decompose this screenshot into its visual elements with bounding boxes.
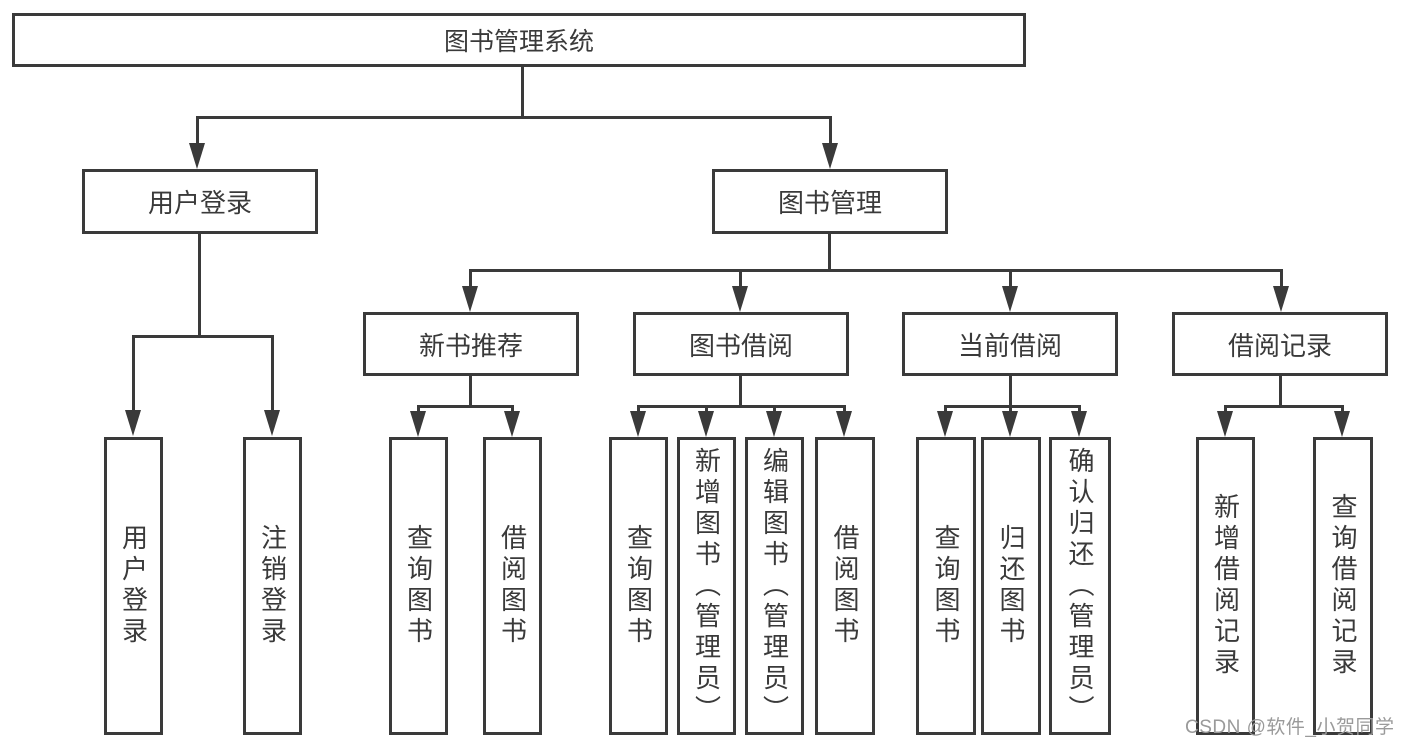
leaf-return-books: 归还图书 [981,437,1041,735]
node-library-management-system: 图书管理系统 [12,13,1026,67]
arrowhead-down [630,411,646,437]
connector-root-trunk [521,66,524,118]
connector-bookmgmt-branch [469,269,1282,272]
connector-newbook-trunk [469,375,472,408]
leaf-add-borrow-record: 新增借阅记录 [1196,437,1255,735]
connector-stem [1009,405,1012,415]
connector-newbook-branch [417,405,514,408]
connector-stem [637,405,640,415]
leaf-query-borrow-record: 查询借阅记录 [1313,437,1373,735]
arrowhead-down [462,286,478,312]
node-book-borrow: 图书借阅 [633,312,849,376]
leaf-logout: 注销登录 [243,437,302,735]
leaf-confirm-return-admin: 确认归还（管理员） [1049,437,1111,735]
connector-borrowrecords-trunk [1279,375,1282,408]
node-borrow-records: 借阅记录 [1172,312,1388,376]
connector-stem [739,269,742,289]
node-current-borrow: 当前借阅 [902,312,1118,376]
connector-stem [1009,269,1012,289]
arrowhead-down [698,411,714,437]
connector-bookborrow-branch [637,405,846,408]
arrowhead-down [732,286,748,312]
arrowhead-down [504,411,520,437]
node-new-book-recommend: 新书推荐 [363,312,579,376]
arrowhead-down [1071,411,1087,437]
connector-stem [705,405,708,415]
leaf-borrow-books: 借阅图书 [483,437,542,735]
arrowhead-down [836,411,852,437]
arrowhead-down [1002,411,1018,437]
arrowhead-down [1334,411,1350,437]
node-book-management: 图书管理 [712,169,948,234]
connector-stem [271,335,274,413]
connector-stem [511,405,514,415]
leaf-borrow-books-2: 借阅图书 [815,437,875,735]
connector-stem [829,116,832,148]
node-user-login: 用户登录 [82,169,318,234]
leaf-edit-books-admin: 编辑图书（管理员） [745,437,804,735]
arrowhead-down [937,411,953,437]
leaf-query-books: 查询图书 [389,437,448,735]
connector-stem [1280,269,1283,289]
connector-stem [196,116,199,148]
leaf-query-books-2: 查询图书 [609,437,668,735]
leaf-add-books-admin: 新增图书（管理员） [677,437,736,735]
connector-stem [944,405,947,415]
csdn-watermark: CSDN @软件_小贺同学 [1185,717,1395,738]
leaf-query-books-3: 查询图书 [916,437,976,735]
arrowhead-down [125,410,141,436]
connector-stem [417,405,420,415]
connector-stem [1078,405,1081,415]
arrowhead-down [1273,286,1289,312]
connector-stem [773,405,776,415]
connector-stem [132,335,135,413]
connector-userlogin-trunk [198,233,201,337]
connector-stem [843,405,846,415]
connector-stem [469,269,472,289]
connector-stem [1224,405,1227,415]
connector-borrowrecords-branch [1224,405,1343,408]
arrowhead-down [410,411,426,437]
arrowhead-down [766,411,782,437]
arrowhead-down [264,410,280,436]
leaf-user-login: 用户登录 [104,437,163,735]
arrowhead-down [1217,411,1233,437]
connector-currentborrow-trunk [1009,374,1012,408]
arrowhead-down [189,143,205,169]
connector-userlogin-branch [132,335,274,338]
arrowhead-down [1002,286,1018,312]
connector-currentborrow-branch [944,405,1081,408]
connector-bookborrow-trunk [739,375,742,408]
connector-bookmgmt-trunk [828,233,831,271]
connector-stem [1341,405,1344,415]
arrowhead-down [822,143,838,169]
connector-root-branch [196,116,832,119]
